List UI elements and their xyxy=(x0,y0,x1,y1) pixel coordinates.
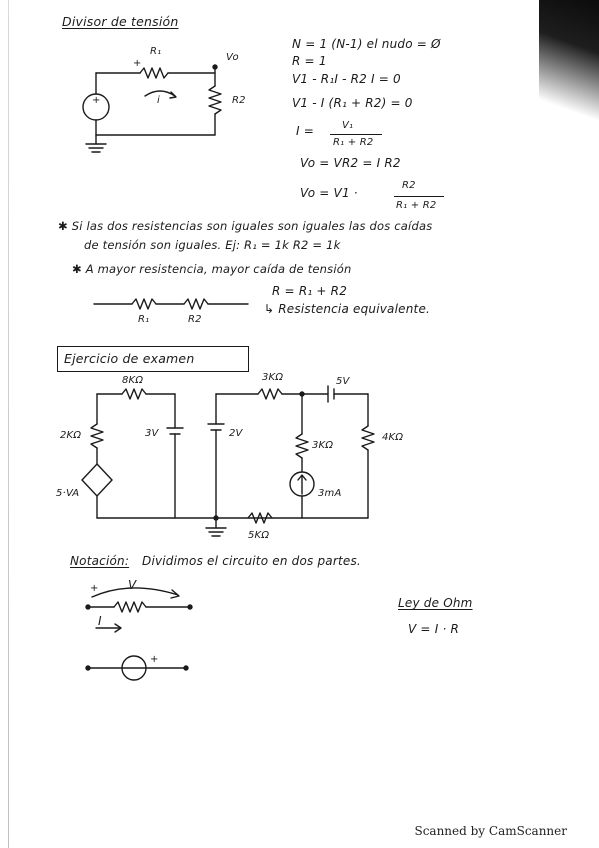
eq-vo-vr2: Vo = VR2 = I R2 xyxy=(300,156,401,170)
notation-text: Dividimos el circuito en dos partes. xyxy=(142,554,361,568)
footer-watermark: Scanned by CamScanner xyxy=(414,824,567,838)
page-edge xyxy=(8,0,9,848)
eq-i-den: R₁ + R2 xyxy=(333,137,374,148)
section-title-divisor: Divisor de tensión xyxy=(62,14,179,29)
ohm-law-equation: V = I · R xyxy=(408,622,460,636)
eq-r: R = 1 xyxy=(292,54,327,68)
label-r1: R₁ xyxy=(150,46,162,57)
eq-i-num: V₁ xyxy=(342,120,354,131)
notation-title: Notación: xyxy=(70,554,130,568)
note-more-resistance: ✱ A mayor resistencia, mayor caída de te… xyxy=(72,262,352,276)
section-title-exam: Ejercicio de examen xyxy=(64,351,195,366)
label-2k: 2KΩ xyxy=(60,430,82,441)
notation-plus: + xyxy=(90,583,99,594)
equiv-text: ↳ Resistencia equivalente. xyxy=(264,302,431,316)
notation-i: I xyxy=(98,614,102,628)
label-4k: 4KΩ xyxy=(382,432,404,443)
eq-vo-divider: Vo = V1 · xyxy=(300,186,358,200)
eq-vo-fraction-bar xyxy=(394,196,444,198)
label-vo: Vo xyxy=(226,52,239,63)
label-dep-source: 5·VA xyxy=(56,488,80,499)
eq-i: I = xyxy=(296,124,315,138)
series-label-r1: R₁ xyxy=(138,314,150,325)
eq-kvl1: V1 - R₁I - R2 I = 0 xyxy=(292,72,401,86)
label-3v: 3V xyxy=(145,428,159,439)
equiv-equation: R = R₁ + R2 xyxy=(272,284,348,298)
note-equal-resistors-1: ✱ Si las dos resistencias son iguales so… xyxy=(58,219,433,233)
label-5v: 5V xyxy=(336,376,350,387)
label-3k-mid: 3KΩ xyxy=(312,440,334,451)
eq-i-fraction-bar xyxy=(330,134,382,136)
eq-vo-den: R₁ + R2 xyxy=(396,200,437,211)
notation-v: V xyxy=(128,578,137,592)
label-r2: R2 xyxy=(232,95,246,106)
label-3ma: 3mA xyxy=(318,488,342,499)
eq-vo-num: R2 xyxy=(402,180,416,191)
notation-source-plus: + xyxy=(150,654,159,665)
label-plus: + xyxy=(133,58,142,69)
label-5k: 5KΩ xyxy=(248,530,270,541)
ohm-law-title: Ley de Ohm xyxy=(398,596,473,610)
eq-nodes: N = 1 (N-1) el nudo = Ø xyxy=(292,37,441,51)
label-2v: 2V xyxy=(229,428,243,439)
label-current-i: i xyxy=(157,95,160,106)
exam-title-box xyxy=(57,346,249,372)
source-plus: + xyxy=(92,95,101,106)
scan-shadow xyxy=(539,0,599,130)
series-label-r2: R2 xyxy=(188,314,202,325)
eq-kvl2: V1 - I (R₁ + R2) = 0 xyxy=(292,96,413,110)
label-8k: 8KΩ xyxy=(122,375,144,386)
label-3k-top: 3KΩ xyxy=(262,372,284,383)
note-equal-resistors-2: de tensión son iguales. Ej: R₁ = 1k R2 =… xyxy=(84,238,341,252)
